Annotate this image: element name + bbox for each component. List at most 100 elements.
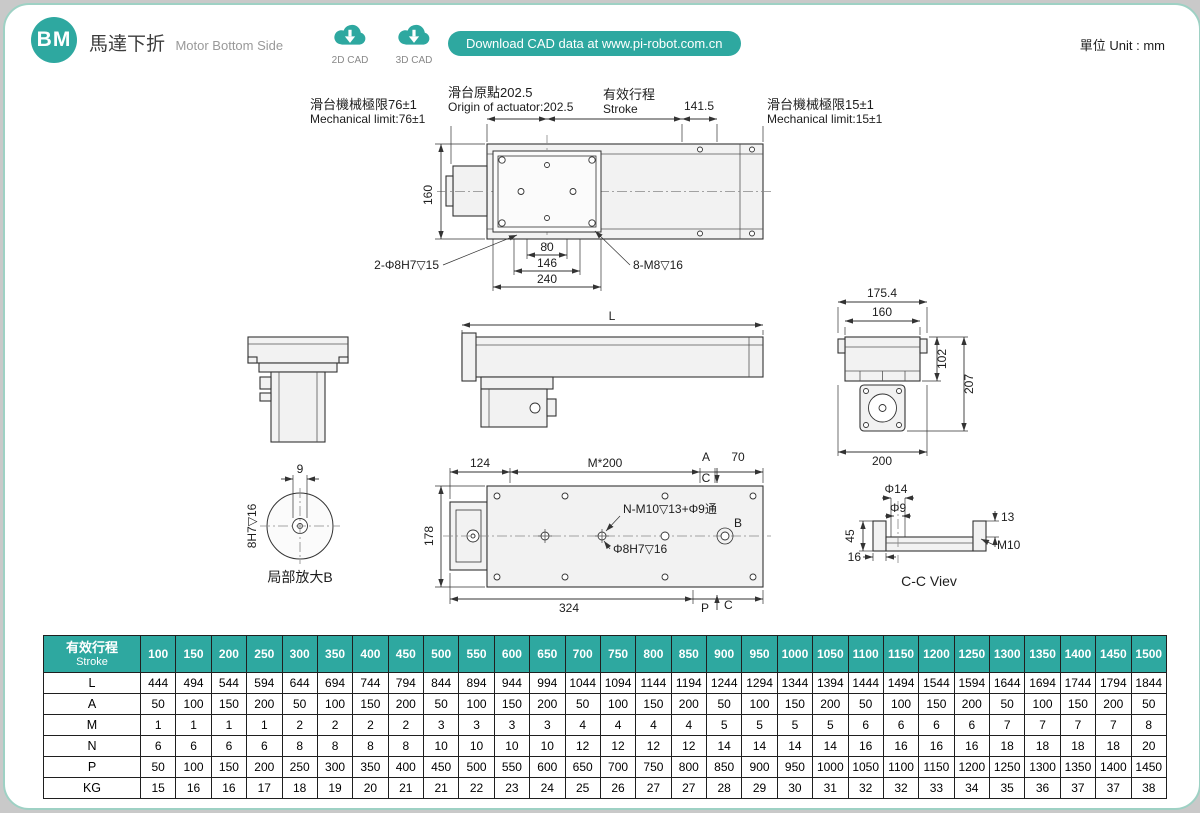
- spec-cell: 28: [705, 777, 743, 799]
- model-badge: BM: [31, 17, 77, 63]
- stroke-value-cell: 1400: [1059, 635, 1097, 673]
- spec-cell: 16: [953, 735, 991, 757]
- spec-cell: 200: [1095, 693, 1132, 715]
- spec-cell: 894: [458, 672, 495, 694]
- spec-cell: 1400: [1095, 756, 1132, 778]
- spec-cell: 17: [246, 777, 283, 799]
- spec-cell: 8: [316, 735, 354, 757]
- motor-end-view: [247, 336, 349, 443]
- label-p: P: [701, 601, 709, 615]
- spec-cell: 1844: [1130, 672, 1167, 694]
- spec-cell: 1294: [741, 672, 778, 694]
- spec-cell: 5: [812, 714, 849, 736]
- spec-cell: 6: [918, 714, 955, 736]
- section-c-bottom: C: [724, 598, 733, 612]
- dim-origin-en: Origin of actuator:202.5: [448, 100, 574, 114]
- stroke-value-cell: 1200: [918, 635, 955, 673]
- spec-cell: 450: [422, 756, 460, 778]
- stroke-value-cell: 1500: [1130, 635, 1167, 673]
- cc-view-caption: C-C Viev: [901, 573, 957, 589]
- dim-324: 324: [559, 601, 579, 615]
- cad-3d-label: 3D CAD: [395, 55, 433, 66]
- dim-70: 70: [731, 450, 745, 464]
- dim-240: 240: [537, 272, 557, 286]
- spec-cell: 744: [352, 672, 389, 694]
- dim-207: 207: [962, 374, 976, 394]
- spec-cell: 5: [741, 714, 778, 736]
- spec-cell: 900: [741, 756, 778, 778]
- spec-cell: 100: [741, 693, 778, 715]
- spec-cell: 16: [918, 735, 955, 757]
- side-view: L: [461, 309, 764, 428]
- cad-download-banner[interactable]: Download CAD data at www.pi-robot.com.cn: [448, 31, 741, 56]
- row-label: L: [43, 672, 141, 694]
- stroke-value-cell: 900: [705, 635, 743, 673]
- spec-cell: 200: [953, 693, 991, 715]
- datasheet-page: BM 馬達下折 Motor Bottom Side 2D CAD 3D CAD …: [3, 3, 1200, 810]
- spec-cell: 550: [493, 756, 531, 778]
- spec-cell: 1394: [812, 672, 849, 694]
- pitch-note: M*200: [588, 456, 623, 470]
- spec-cell: 500: [458, 756, 495, 778]
- spec-cell: 6: [953, 714, 991, 736]
- spec-cell: 1694: [1024, 672, 1061, 694]
- spec-cell: 1000: [812, 756, 849, 778]
- banner-text: Download CAD data at www.pi-robot.com.cn: [466, 36, 723, 51]
- spec-cell: 200: [529, 693, 566, 715]
- detail-b-caption: 局部放大B: [267, 569, 332, 585]
- spec-cell: 10: [422, 735, 460, 757]
- stroke-value-cell: 600: [493, 635, 531, 673]
- spec-cell: 1044: [564, 672, 601, 694]
- spec-cell: 32: [847, 777, 884, 799]
- spec-cell: 1794: [1095, 672, 1132, 694]
- spec-cell: 1250: [988, 756, 1026, 778]
- spec-cell: 1350: [1059, 756, 1097, 778]
- spec-cell: 3: [529, 714, 566, 736]
- spec-cell: 18: [988, 735, 1026, 757]
- dim-stroke-en: Stroke: [603, 102, 638, 116]
- spec-cell: 2: [387, 714, 425, 736]
- spec-cell: 18: [1095, 735, 1132, 757]
- spec-cell: 100: [316, 693, 354, 715]
- spec-cell: 1100: [882, 756, 920, 778]
- spec-cell: 10: [493, 735, 531, 757]
- stroke-value-cell: 1450: [1095, 635, 1132, 673]
- spec-cell: 794: [387, 672, 425, 694]
- spec-cell: 20: [352, 777, 389, 799]
- spec-cell: 10: [458, 735, 495, 757]
- spec-cell: 16: [847, 735, 884, 757]
- spec-cell: 8: [387, 735, 425, 757]
- mount-hole-note: N-M10▽13+Φ9通: [623, 502, 717, 516]
- stroke-value-cell: 150: [175, 635, 212, 673]
- spec-cell: 27: [635, 777, 672, 799]
- spec-cell: 950: [776, 756, 814, 778]
- dim-175-4: 175.4: [867, 286, 897, 300]
- spec-cell: 100: [175, 756, 212, 778]
- spec-cell: 2: [316, 714, 354, 736]
- spec-cell: 16: [210, 777, 248, 799]
- spec-cell: 6: [175, 735, 212, 757]
- spec-cell: 1050: [847, 756, 884, 778]
- download-3d-cad-button[interactable]: 3D CAD: [385, 19, 443, 66]
- spec-cell: 100: [882, 693, 920, 715]
- spec-cell: 8: [352, 735, 389, 757]
- spec-cell: 50: [281, 693, 318, 715]
- spec-cell: 150: [210, 693, 248, 715]
- spec-cell: 600: [529, 756, 566, 778]
- spec-cell: 850: [705, 756, 743, 778]
- end-view: 175.4 160 102 207 20: [837, 286, 976, 468]
- spec-cell: 5: [776, 714, 814, 736]
- dim-16: 16: [848, 550, 862, 564]
- stroke-value-cell: 200: [210, 635, 248, 673]
- stroke-value-cell: 800: [635, 635, 672, 673]
- download-2d-cad-button[interactable]: 2D CAD: [321, 19, 379, 66]
- dim-origin-zh: 滑台原點202.5: [448, 85, 533, 100]
- dim-200: 200: [872, 454, 892, 468]
- detail-view-b: 9 8H7▽16 局部放大B: [245, 462, 340, 585]
- bottom-view: 124 M*200 A 70 C 178 N-M10▽13+Φ9通 Φ8H7▽1…: [422, 450, 771, 615]
- spec-cell: 18: [1059, 735, 1097, 757]
- spec-cell: 1: [175, 714, 212, 736]
- spec-cell: 3: [422, 714, 460, 736]
